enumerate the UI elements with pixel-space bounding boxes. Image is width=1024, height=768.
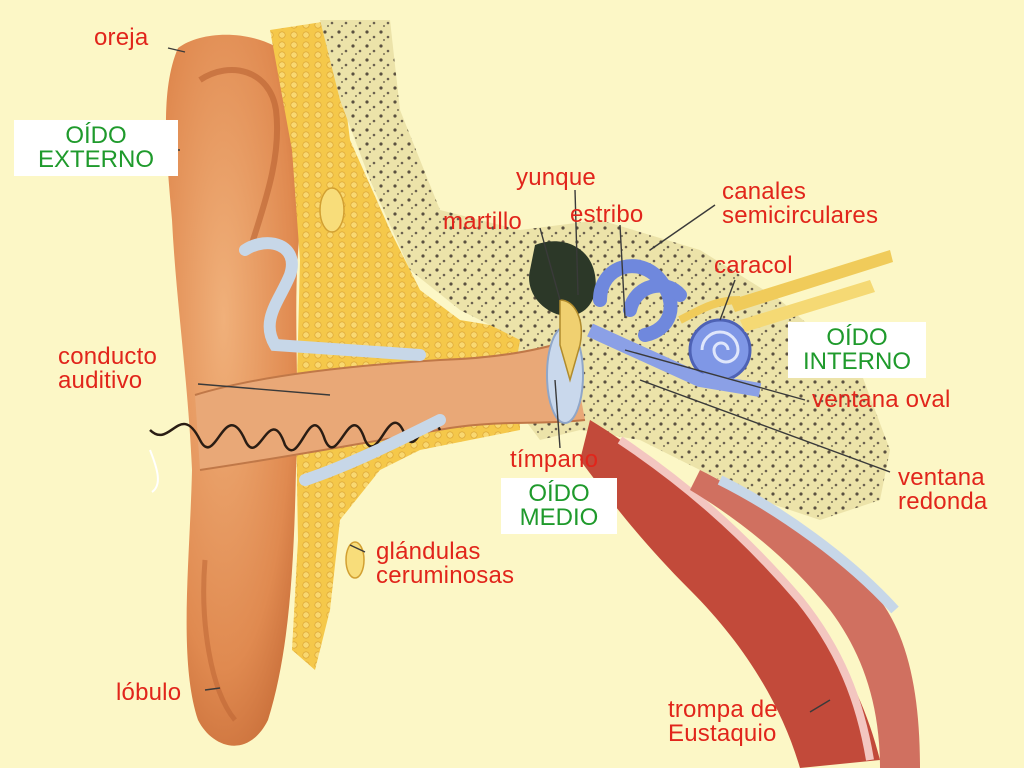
cartilage-tissue xyxy=(270,20,520,670)
label-ventana-redonda-line1: ventana xyxy=(898,464,985,491)
region-interno-line1: OÍDO xyxy=(826,324,888,351)
region-externo-line2: EXTERNO xyxy=(37,146,154,173)
ear-canal xyxy=(195,340,585,470)
label-glandulas-ceruminosas: glándulas ceruminosas xyxy=(376,540,514,588)
label-canales-line1: canales xyxy=(722,178,807,205)
label-conducto-line1: conducto xyxy=(58,343,158,370)
inner-ear xyxy=(593,259,687,342)
label-ventana-oval: ventana oval xyxy=(812,386,951,413)
pinna-fold xyxy=(198,67,281,251)
eustachian-tube xyxy=(580,420,880,768)
label-trompa-line1: trompa de xyxy=(668,696,778,723)
region-medio-line1: OÍDO xyxy=(528,480,590,507)
gland xyxy=(319,187,345,233)
label-trompa-eustaquio: trompa de Eustaquio xyxy=(668,698,778,746)
label-glandulas-line1: glándulas xyxy=(376,538,481,565)
label-conducto-line2: auditivo xyxy=(58,367,143,394)
label-trompa-line2: Eustaquio xyxy=(668,720,777,747)
region-medio-line2: MEDIO xyxy=(519,504,599,531)
label-oreja: oreja xyxy=(94,24,149,51)
canal-hairs xyxy=(149,420,442,452)
label-yunque: yunque xyxy=(516,164,596,191)
label-estribo: estribo xyxy=(570,201,644,228)
region-oido-externo: OÍDO EXTERNO xyxy=(14,120,178,176)
region-oido-medio: OÍDO MEDIO xyxy=(501,478,617,534)
label-conducto-auditivo: conducto auditivo xyxy=(58,345,157,393)
label-canales-line2: semicirculares xyxy=(722,202,879,229)
cartilage-band xyxy=(239,237,426,361)
region-oido-interno: OÍDO INTERNO xyxy=(788,322,926,378)
hammer-incus xyxy=(529,241,596,316)
label-canales-semicirculares: canales semicirculares xyxy=(722,180,878,228)
lobe-shade xyxy=(201,559,237,722)
label-ventana-redonda-line2: redonda xyxy=(898,488,988,515)
auditory-nerve xyxy=(730,250,893,312)
stapes xyxy=(559,299,582,383)
label-martillo: martillo xyxy=(443,208,522,235)
label-timpano: tímpano xyxy=(510,446,599,473)
label-glandulas-line2: ceruminosas xyxy=(376,562,515,589)
region-interno-line2: INTERNO xyxy=(803,348,911,375)
region-externo-line1: OÍDO xyxy=(65,122,127,149)
label-ventana-redonda: ventana redonda xyxy=(898,466,987,514)
label-lobulo: lóbulo xyxy=(116,679,182,706)
label-caracol: caracol xyxy=(714,252,793,279)
